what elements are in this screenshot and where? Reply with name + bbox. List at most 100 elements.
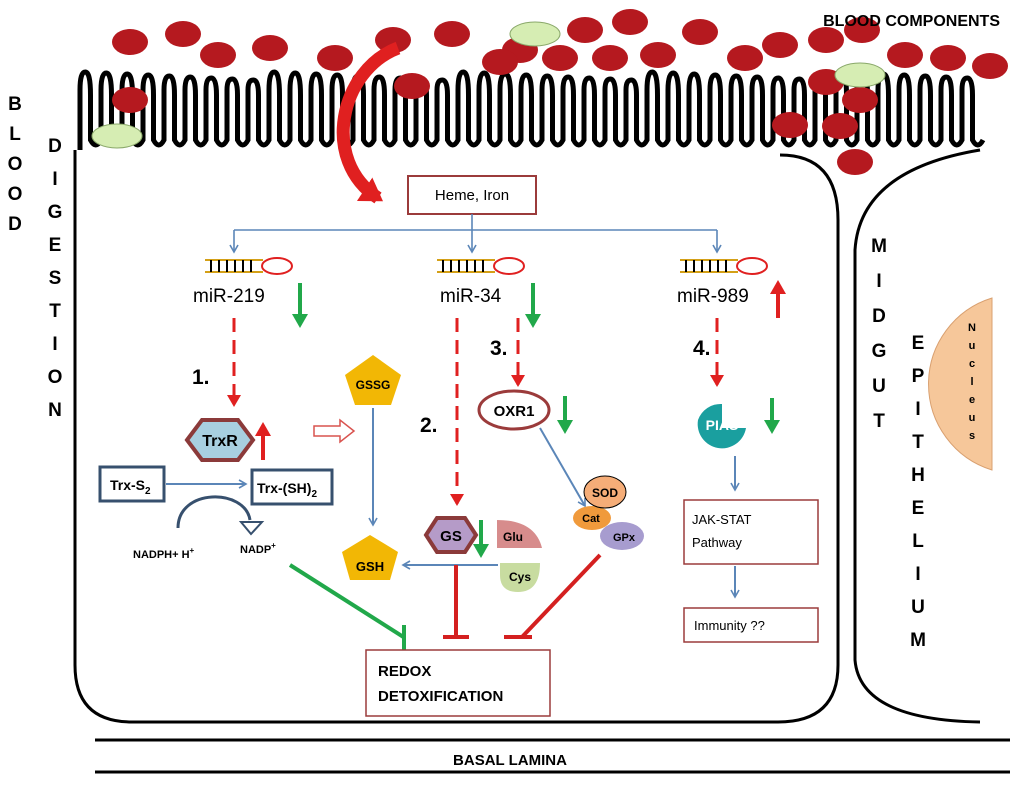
nadp-label: NADP+ [240, 541, 276, 556]
basal-lamina-label: BASAL LAMINA [453, 752, 567, 769]
blood-components-label: BLOOD COMPONENTS [823, 13, 1000, 30]
vertical-label-letter: T [912, 432, 924, 453]
oxr1-label: OXR1 [494, 403, 535, 420]
vertical-label-letter: M [871, 236, 887, 257]
blood-components [91, 9, 1008, 175]
vertical-label-letter: T [873, 411, 885, 432]
cys-shape [500, 563, 540, 592]
vertical-label-letter: l [970, 376, 973, 388]
step-2-label: 2. [420, 414, 438, 437]
red-blood-cell [727, 45, 763, 71]
neighbour-cell-outline [853, 148, 981, 724]
redox-label-line2: DETOXIFICATION [378, 688, 503, 705]
trx-s2-box [98, 465, 166, 503]
red-blood-cell [200, 42, 236, 68]
step-3-label: 3. [490, 337, 508, 360]
vertical-label-letter: I [52, 334, 57, 355]
vertical-label-letter: S [49, 268, 62, 289]
microvilli-brush-border [77, 69, 986, 150]
vertical-label-letter: E [912, 498, 925, 519]
vertical-label-letter: M [910, 630, 926, 651]
immunity-box [683, 607, 819, 643]
jak-stat-box [683, 499, 819, 565]
vertical-label-letter: T [49, 301, 61, 322]
cat-label: Cat [582, 513, 600, 525]
gs-label: GS [440, 528, 462, 545]
vertical-label-letter: H [911, 465, 925, 486]
gpx-label: GPx [613, 532, 636, 544]
red-blood-cell [972, 53, 1008, 79]
vertical-label-letter: D [48, 136, 62, 157]
blood-vertical-label: BLOOD [8, 94, 23, 235]
nadph-curve-arrow [176, 495, 252, 529]
mirna-hairpin-icon [680, 257, 768, 275]
vertical-label-letter: L [912, 531, 924, 552]
red-blood-cell [112, 87, 148, 113]
red-blood-cell [822, 113, 858, 139]
vertical-label-letter: u [969, 340, 976, 352]
platelet [509, 21, 561, 47]
trxr-hexagon [184, 418, 256, 462]
red-blood-cell [542, 45, 578, 71]
jak-stat-label-line1: JAK-STAT [692, 512, 752, 527]
vertical-label-letter: D [872, 306, 886, 327]
nadp-inhibition-line [288, 563, 407, 640]
vertical-label-letter: N [968, 322, 976, 334]
vertical-label-letter: I [915, 564, 920, 585]
gssg-label: GSSG [356, 378, 391, 392]
heme-entry-arrow [336, 41, 401, 204]
trx-sh2-label: Trx-(SH)2 [257, 480, 317, 500]
red-blood-cell [762, 32, 798, 58]
red-blood-cell [772, 112, 808, 138]
red-blood-cell [808, 27, 844, 53]
mir989-label: miR-989 [677, 286, 749, 307]
red-blood-cell [930, 45, 966, 71]
red-blood-cell [394, 73, 430, 99]
gs-hexagon [423, 516, 479, 554]
vertical-label-letter: O [8, 154, 23, 175]
heme-iron-box [407, 175, 537, 215]
heme-iron-label: Heme, Iron [435, 187, 509, 204]
trxr-label: TrxR [202, 433, 238, 450]
red-blood-cell [434, 21, 470, 47]
red-blood-cell [317, 45, 353, 71]
red-blood-cell [567, 17, 603, 43]
step-4-label: 4. [693, 337, 711, 360]
glu-label: Glu [503, 530, 523, 544]
vertical-label-letter: I [52, 169, 57, 190]
oxr1-down-arrow-head [557, 420, 573, 434]
red-blood-cell [612, 9, 648, 35]
trxr-to-gssg-hollow-arrow [313, 418, 356, 444]
vertical-label-letter: P [912, 366, 925, 387]
vertical-label-letter: U [911, 597, 925, 618]
red-blood-cell [112, 29, 148, 55]
mir989-up-arrow-head [770, 280, 786, 294]
gssg-pentagon [345, 355, 401, 405]
trxr-up-arrow-head [255, 422, 271, 436]
red-blood-cell [165, 21, 201, 47]
gs-down-arrow-head [473, 544, 489, 558]
vertical-label-letter: U [872, 376, 886, 397]
trx-sh2-box [250, 468, 334, 506]
vertical-label-letter: c [969, 358, 975, 370]
step-1-label: 1. [192, 366, 210, 389]
nadph-curve-arrow-head [238, 521, 265, 536]
red-blood-cell [887, 42, 923, 68]
cat-ellipse [573, 506, 611, 530]
mir219-down-arrow-head [292, 314, 308, 328]
mir34-down-arrow-head [525, 314, 541, 328]
red-blood-cell [640, 42, 676, 68]
platelet [834, 62, 886, 88]
pias-label: PIAS [706, 417, 739, 433]
sod-ellipse [583, 475, 627, 509]
vertical-label-letter: D [8, 214, 22, 235]
mirna-hairpin-icon [205, 257, 293, 275]
mirna-hairpin-icon [437, 257, 525, 275]
vertical-label-letter: O [48, 367, 63, 388]
pias-down-arrow-head [764, 420, 780, 434]
gsh-pentagon [342, 535, 398, 580]
sod-label: SOD [592, 486, 618, 500]
